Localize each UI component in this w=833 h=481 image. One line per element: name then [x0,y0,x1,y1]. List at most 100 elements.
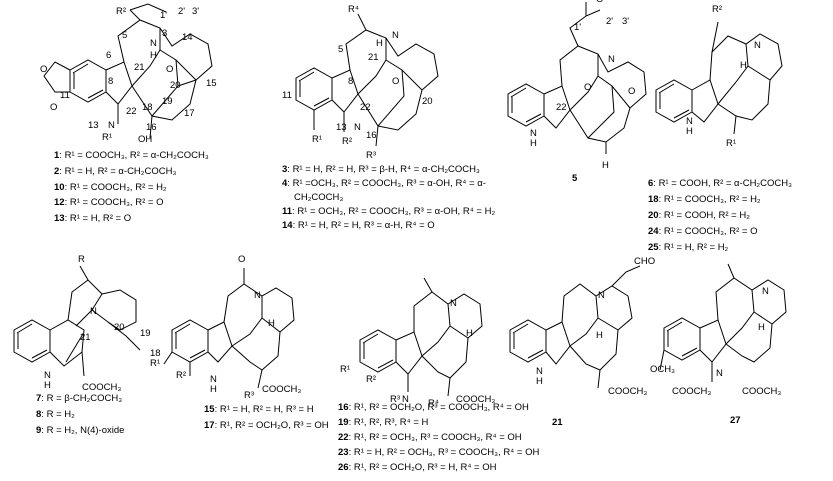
structure-7-9 [13,265,141,377]
atom-label: R² [176,370,186,381]
atom-label: R¹ [150,358,160,369]
compound-caption: 12: R¹ = COOCH₃, R² = O [54,197,163,208]
substituent-definition: : R¹ = H, R² = OCH₃, R³ = COOCH₃, R⁴ = O… [349,447,540,458]
compound-caption: 7: R = β-CH₂COCH₃ [36,393,122,404]
compound-number: 25 [648,242,659,253]
atom-label: O [40,64,47,75]
atom-label: H [466,328,473,339]
substituent-definition: : R¹ = COOCH₃, R² = H₂ [659,194,761,205]
substituent-definition: : R¹ =OCH₃, R² = COOCH₃, R³ = α-OH, R⁴ =… [287,178,486,189]
compound-number: 11 [282,206,293,217]
compound-caption: 23: R¹ = H, R² = OCH₃, R³ = COOCH₃, R⁴ =… [338,447,539,458]
atom-label: H [596,330,603,341]
compound-caption: 19: R¹, R², R³, R⁴ = H [338,417,429,428]
compound-caption: 25: R¹ = H, R² = H₂ [648,242,729,253]
atom-label: 21 [80,332,91,343]
atom-label: R² [116,6,126,17]
compound-caption: 26: R¹, R² = OCH₂O, R³ = H, R⁴ = OH [338,462,497,473]
compound-caption: 6: R¹ = COOH, R² = α-CH₂COCH₃ [648,178,792,189]
substituent-definition: : R¹ = H, R² = H₂ [659,242,729,253]
atom-label: R [78,254,85,265]
atom-label: 6 [106,50,111,61]
atom-label: 19 [162,96,173,107]
atom-label: 5 [122,30,127,41]
compound-number: 4 [282,178,288,189]
compound-caption: 17: R¹, R² = OCH₂O, R³ = OH [204,420,329,431]
atom-label: N [716,368,723,379]
atom-label: 17 [184,108,195,119]
compound-number: 8 [36,409,41,420]
atom-label: 18 [142,102,153,113]
atom-label: OCH₃ [650,364,675,375]
atom-label: R¹ [340,364,350,375]
compound-caption: 5 [572,173,578,184]
compound-caption: 1: R¹ = COOCH₃, R² = α-CH₂COCH₃ [54,150,209,161]
atom-label: 3' [192,6,199,17]
compound-number: 24 [648,226,659,237]
substituent-definition: : R¹ = OCH₃, R² = COOCH₃, R³ = α-OH, R⁴ … [292,206,495,217]
structure-15-17 [163,268,295,389]
atom-label: O [584,82,591,93]
compound-number: 9 [36,425,41,436]
atom-label: R⁴ [348,4,359,15]
compound-caption: 8: R = H₂ [36,409,75,420]
substituent-definition: : R¹, R², R³, R⁴ = H [349,417,429,428]
atom-label: 21 [134,62,145,73]
atom-label: H [536,376,543,387]
compound-number: 12 [54,197,65,208]
substituent-definition: : R¹, R² = OCH₃, R³ = COOCH₃, R⁴ = OH [349,432,522,443]
compound-number: 22 [338,432,349,443]
compound-caption: 9: R = H₂, N(4)-oxide [36,425,124,436]
atom-label: COOCH₃ [672,386,711,397]
structure-3-14 [295,13,439,147]
compound-number: 20 [648,210,659,221]
atom-label: 18 [150,348,161,359]
substituent-definition: : R¹, R² = OCH₂O, R³ = OH [215,420,329,431]
atom-label: N [90,306,97,317]
atom-label: H [530,138,537,149]
substituent-definition: : R¹ = COOCH₃, R² = O [65,197,164,208]
atom-label: H [740,60,747,71]
atom-label: 20 [170,80,181,91]
atom-label: N [44,370,51,381]
atom-label: R¹ [726,138,736,149]
substituent-definition: : R¹ = H, R² = H, R³ = β-H, R⁴ = α-CH₂CO… [287,164,480,175]
atom-label: 22 [556,102,567,113]
substituent-definition: : R = H₂ [41,409,75,420]
atom-label: H [210,384,217,395]
substituent-definition: : R = H₂, N(4)-oxide [41,425,124,436]
compound-caption: 2: R¹ = H, R² = α-CH₂COCH₃ [54,166,176,177]
atom-label: COOCH₃ [456,394,495,405]
compound-number: 21 [552,417,563,428]
structure-5 [507,2,647,154]
atom-label: O [596,0,603,5]
atom-label: COOCH₃ [262,384,301,395]
atom-label: N [402,394,409,405]
compound-number: 19 [338,417,349,428]
atom-label: 5 [338,44,343,55]
atom-label: 15 [206,78,217,89]
substituent-definition: : R¹ = COOCH₃, R² = α-CH₂COCH₃ [59,150,209,161]
atom-label: R¹ [312,134,322,145]
compound-number: 2 [54,166,59,177]
compound-caption: 11: R¹ = OCH₃, R² = COOCH₃, R³ = α-OH, R… [282,206,495,217]
atom-label: N [354,122,361,133]
compound-number: 18 [648,194,659,205]
atom-label: R¹ [102,132,112,143]
atom-label: COOCH₃ [82,382,121,393]
atom-label: O [166,64,173,75]
atom-label: R² [342,136,352,147]
atom-label: N [530,128,537,139]
atom-label: O [628,86,635,97]
atom-label: H [44,380,51,391]
atom-label: R³ [244,390,254,401]
atom-label: 13 [88,120,99,131]
atom-label: N [108,120,115,131]
compound-number: 26 [338,462,349,473]
substituent-definition: : R = β-CH₂COCH₃ [41,393,122,404]
atom-label: N [392,30,399,41]
compound-caption: 4: R¹ =OCH₃, R² = COOCH₃, R³ = α-OH, R⁴ … [282,178,486,189]
atom-label: H [686,126,693,137]
atom-label: 8 [348,76,353,87]
